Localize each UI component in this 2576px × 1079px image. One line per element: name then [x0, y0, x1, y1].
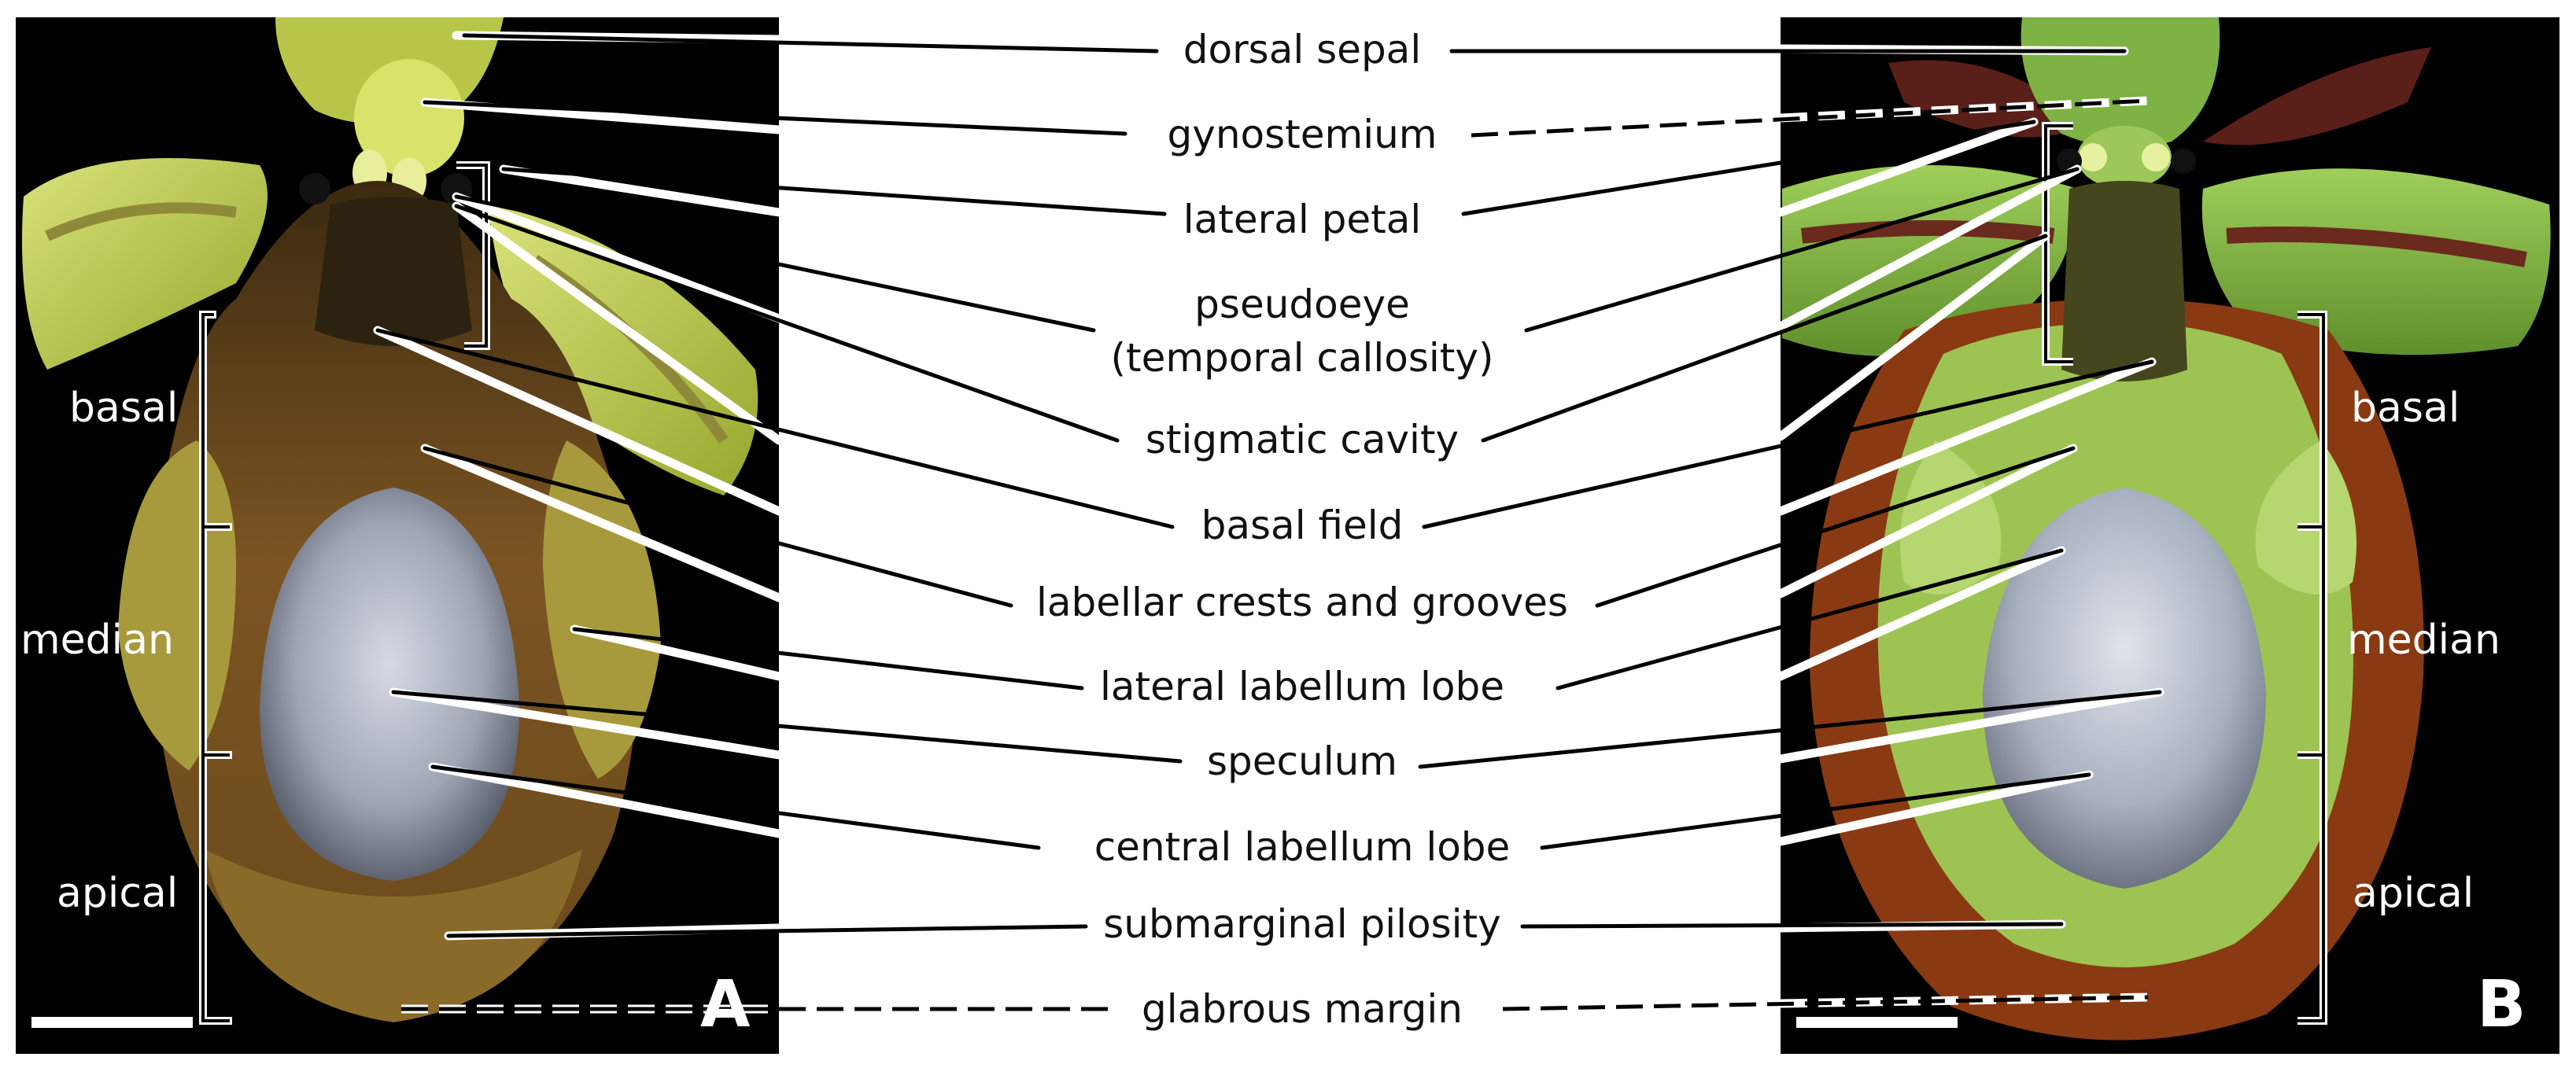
label-speculum: speculum [1206, 738, 1398, 784]
zone-label-right-apical: apical [2353, 870, 2475, 917]
label-pseudoeye: pseudoeye [1194, 282, 1410, 327]
leader-lines [373, 31, 2165, 941]
zone-brackets-right [2297, 311, 2327, 1025]
label-lateral-labellum-lobe: lateral labellum lobe [1100, 664, 1504, 709]
label-lateral-petal: lateral petal [1183, 197, 1422, 242]
zone-brackets-left [199, 311, 232, 1025]
label-temporal-callosity: (temporal callosity) [1110, 335, 1494, 381]
zone-label-right-basal: basal [2351, 385, 2460, 432]
pseudoeye-bracket-b [2042, 122, 2073, 366]
label-dorsal-sepal: dorsal sepal [1183, 27, 1422, 72]
panel-a-letter: A [700, 967, 751, 1042]
pseudoeye-bracket-a [456, 161, 490, 350]
label-stigmatic-cavity: stigmatic cavity [1145, 417, 1460, 462]
zone-label-left-median: median [20, 617, 174, 664]
zone-label-left-apical: apical [57, 870, 179, 917]
label-glabrous-margin: glabrous margin [1141, 986, 1463, 1032]
label-labellar-crests: labellar crests and grooves [1036, 580, 1568, 625]
scale-bar-b [1796, 1017, 1958, 1028]
scale-bar-a [31, 1017, 193, 1028]
dashed-leader-lines [401, 96, 2149, 1014]
label-basal-field: basal field [1201, 503, 1404, 548]
label-central-labellum-lobe: central labellum lobe [1094, 824, 1511, 870]
photo-panel-b [1781, 17, 2559, 1054]
label-gynostemium: gynostemium [1167, 112, 1437, 157]
label-submarginal-pilosity: submarginal pilosity [1103, 901, 1501, 947]
zone-label-left-basal: basal [69, 385, 179, 432]
panel-b-letter: B [2477, 967, 2526, 1042]
zone-label-right-median: median [2347, 617, 2500, 664]
